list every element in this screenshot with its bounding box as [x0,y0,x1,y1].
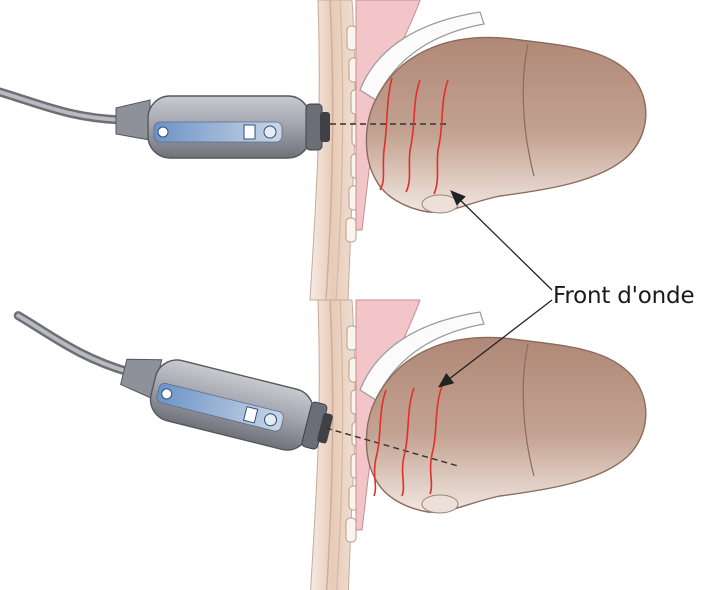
ultrasound-probe-icon [2,316,338,460]
annotation-arrow-top [452,192,552,290]
liver-icon [310,0,646,300]
ultrasound-probe-icon [0,92,330,158]
liver-icon [310,300,646,590]
panel-bottom [2,300,646,590]
panel-top [0,0,646,300]
wavefront-label: Front d'onde [553,283,694,309]
